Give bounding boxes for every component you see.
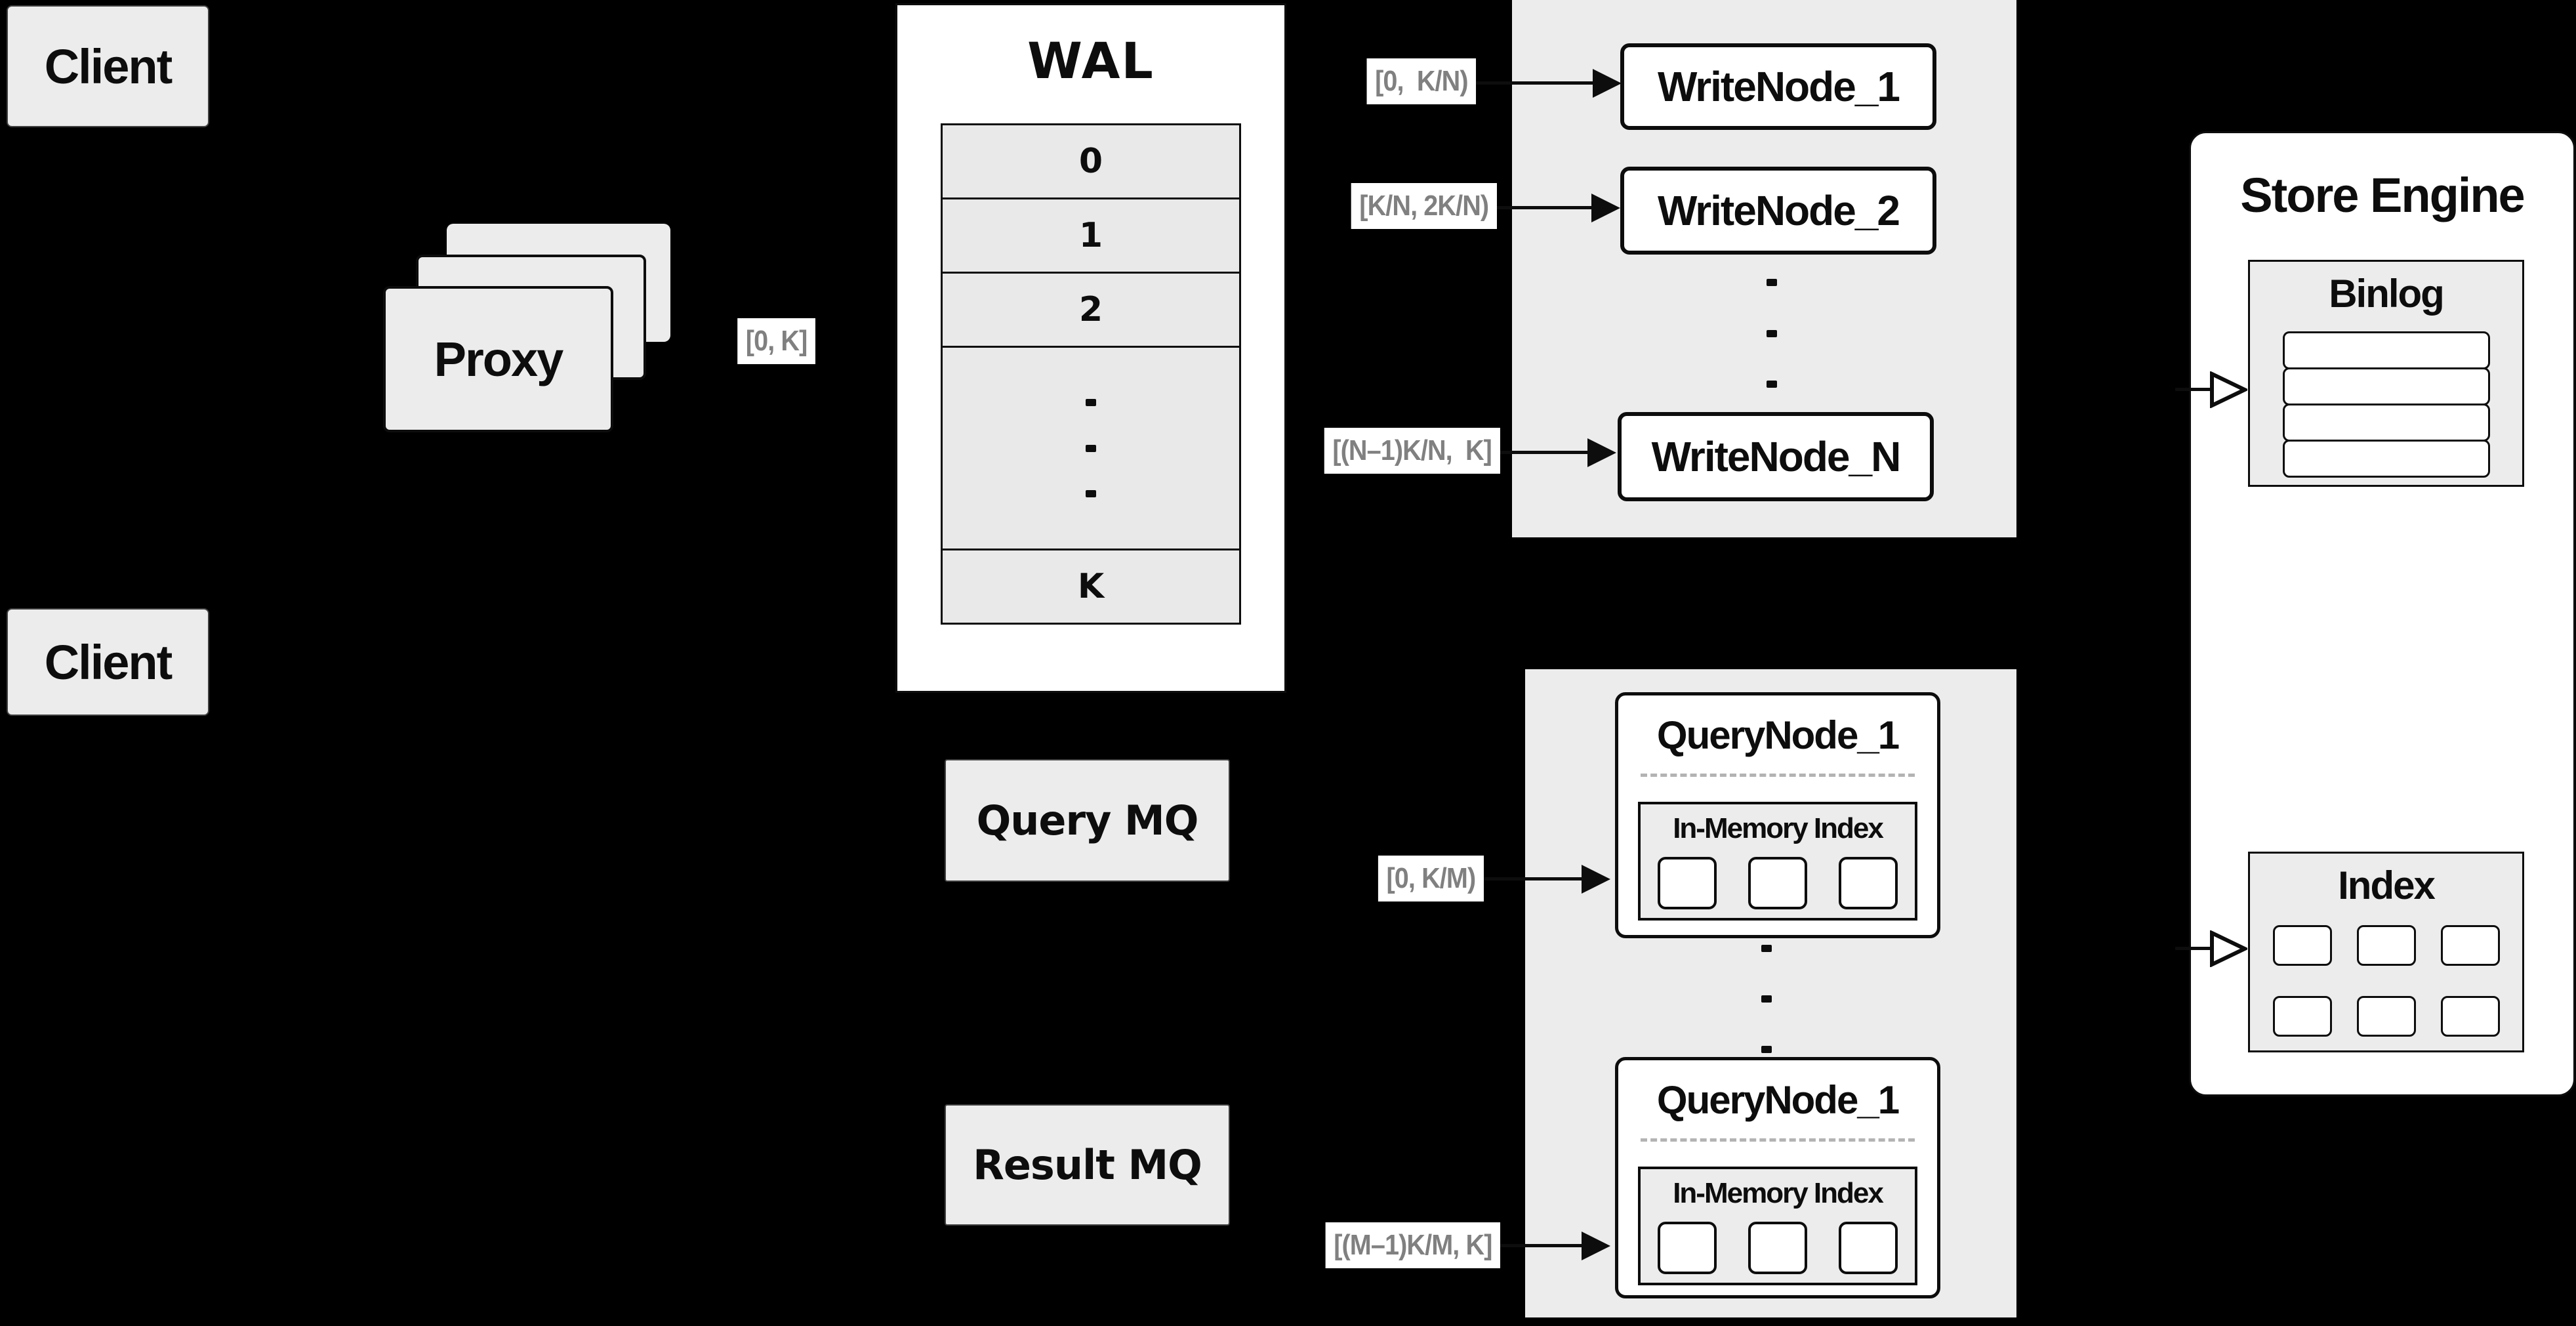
in-memory-index-title: In-Memory Index — [1673, 812, 1884, 844]
write-node-1: WriteNode_1 — [1620, 43, 1936, 130]
index-cells — [2272, 925, 2500, 1037]
arrow-line — [1484, 877, 1584, 881]
wal-table: 0 1 2 K — [941, 123, 1241, 625]
arrow-line — [2175, 947, 2213, 950]
client-top-label: Client — [44, 39, 173, 94]
wal-row-2-label: 2 — [1078, 290, 1103, 329]
binlog-row — [2282, 331, 2490, 369]
inmem-cell — [1839, 1222, 1898, 1274]
wal-row-0-label: 0 — [1078, 142, 1103, 181]
inmem-cell — [1658, 857, 1717, 909]
range-label-proxy-wal: [0, K] — [737, 318, 815, 364]
proxy-card-front: Proxy — [383, 286, 613, 432]
dashed-divider — [1641, 774, 1915, 777]
arrow-right-icon — [1582, 1232, 1610, 1260]
range-label-write-n: [(N–1)K/N, K] — [1324, 428, 1500, 474]
proxy-label: Proxy — [434, 332, 564, 386]
vdot — [1761, 995, 1772, 1003]
vertical-ellipsis-icon — [1761, 945, 1772, 1053]
wal-row-k: K — [941, 549, 1241, 625]
store-engine-box: Store Engine Binlog Index — [2189, 131, 2575, 1096]
wal-row-0: 0 — [941, 123, 1241, 199]
write-node-n-label: WriteNode_N — [1651, 433, 1902, 480]
wal-row-k-label: K — [1077, 567, 1105, 606]
arrow-line — [1497, 206, 1594, 209]
arrow-line — [1500, 451, 1590, 454]
write-node-2: WriteNode_2 — [1620, 167, 1936, 255]
binlog-rows — [2282, 331, 2490, 478]
in-memory-index-box: In-Memory Index — [1638, 802, 1917, 921]
write-node-2-label: WriteNode_2 — [1657, 187, 1900, 234]
query-node-2-label: QueryNode_1 — [1656, 1078, 1900, 1122]
result-mq-label: Result MQ — [973, 1141, 1202, 1189]
vdot — [1086, 490, 1096, 497]
arrow-right-icon — [1587, 438, 1616, 467]
in-memory-index-title: In-Memory Index — [1673, 1177, 1884, 1209]
index-cell — [2440, 925, 2500, 966]
wal-box: WAL 0 1 2 K — [895, 3, 1286, 693]
query-mq-label: Query MQ — [976, 797, 1199, 844]
range-label-query-1: [0, K/M) — [1378, 856, 1484, 901]
arrow-right-icon — [1591, 194, 1620, 222]
inmem-cell — [1748, 857, 1807, 909]
write-node-n: WriteNode_N — [1618, 412, 1934, 501]
index-cell — [2272, 925, 2332, 966]
inmem-cell — [1658, 1222, 1717, 1274]
range-label-write-2: [K/N, 2K/N) — [1351, 183, 1497, 229]
vdot — [1761, 945, 1772, 952]
dashed-divider — [1641, 1138, 1915, 1142]
query-node-1: QueryNode_1 In-Memory Index — [1615, 692, 1940, 938]
query-node-1-label: QueryNode_1 — [1656, 713, 1900, 757]
wal-row-1-label: 1 — [1078, 216, 1103, 255]
store-engine-title: Store Engine — [2240, 168, 2525, 222]
index-title: Index — [2338, 863, 2436, 907]
index-cell — [2356, 925, 2416, 966]
wal-row-2: 2 — [941, 272, 1241, 348]
vdot — [1086, 399, 1096, 406]
client-bottom-label: Client — [44, 634, 173, 690]
index-cell — [2440, 996, 2500, 1037]
query-mq-box: Query MQ — [945, 759, 1230, 882]
result-mq-box: Result MQ — [945, 1104, 1230, 1226]
wal-row-1: 1 — [941, 197, 1241, 274]
vdot — [1767, 381, 1777, 388]
open-arrow-right-icon — [2210, 930, 2247, 967]
binlog-row — [2282, 440, 2490, 478]
in-memory-index-cells — [1658, 857, 1898, 909]
binlog-box: Binlog — [2248, 260, 2524, 487]
in-memory-index-cells — [1658, 1222, 1898, 1274]
arrow-line — [2175, 388, 2213, 391]
write-node-1-label: WriteNode_1 — [1657, 63, 1900, 110]
wal-row-ellipsis — [941, 346, 1241, 550]
client-box-top: Client — [7, 5, 209, 127]
vdot — [1767, 279, 1777, 286]
in-memory-index-box: In-Memory Index — [1638, 1167, 1917, 1285]
arrow-right-icon — [1593, 69, 1622, 98]
index-box: Index — [2248, 852, 2524, 1052]
binlog-row — [2282, 404, 2490, 442]
range-label-write-1: [0, K/N) — [1366, 58, 1476, 104]
vertical-ellipsis-icon — [1086, 399, 1096, 497]
arrow-line — [1476, 81, 1594, 85]
binlog-row — [2282, 367, 2490, 405]
inmem-cell — [1839, 857, 1898, 909]
arrow-right-icon — [1582, 865, 1610, 894]
arrow-line — [1500, 1244, 1584, 1247]
inmem-cell — [1748, 1222, 1807, 1274]
vdot — [1086, 444, 1096, 452]
index-cell — [2356, 996, 2416, 1037]
vertical-ellipsis-icon — [1767, 279, 1777, 388]
vdot — [1761, 1046, 1772, 1053]
binlog-title: Binlog — [2329, 272, 2445, 316]
range-label-query-m: [(M–1)K/M, K] — [1325, 1222, 1500, 1268]
index-cell — [2272, 996, 2332, 1037]
open-arrow-right-icon — [2210, 371, 2247, 408]
client-box-bottom: Client — [7, 608, 209, 716]
wal-title: WAL — [1027, 31, 1155, 90]
query-node-2: QueryNode_1 In-Memory Index — [1615, 1057, 1940, 1298]
vdot — [1767, 329, 1777, 337]
